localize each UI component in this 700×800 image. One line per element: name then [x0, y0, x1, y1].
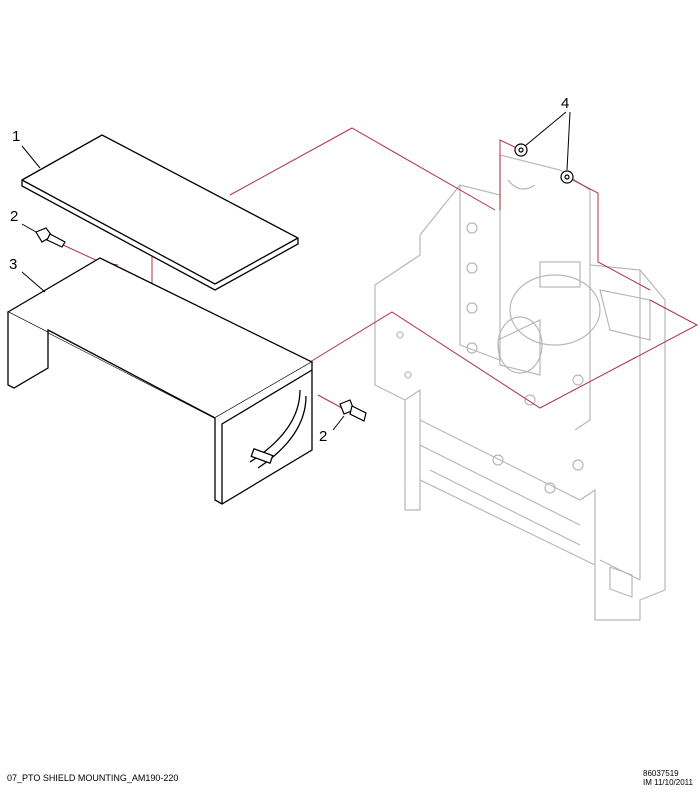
bolt-right: [339, 399, 367, 422]
callout-2-right: 2: [319, 428, 328, 445]
shield-part-3: [6, 257, 314, 505]
drawing-title: 07_PTO SHIELD MOUNTING_AM190-220: [7, 773, 179, 783]
callout-3: 3: [9, 256, 18, 273]
nuts: [514, 143, 574, 184]
bolt-left: [35, 227, 66, 248]
callout-leaders: [21, 111, 571, 431]
revision-date: IM 11/10/2011: [643, 778, 693, 787]
plate-part-1: [21, 134, 299, 291]
callout-4: 4: [561, 95, 570, 112]
drawing-reference: 86037519 IM 11/10/2011: [643, 769, 693, 787]
callout-1: 1: [12, 128, 21, 145]
pto-gearbox-assembly: [374, 154, 666, 621]
part-number: 86037519: [643, 769, 679, 778]
callout-2-left: 2: [10, 208, 19, 225]
